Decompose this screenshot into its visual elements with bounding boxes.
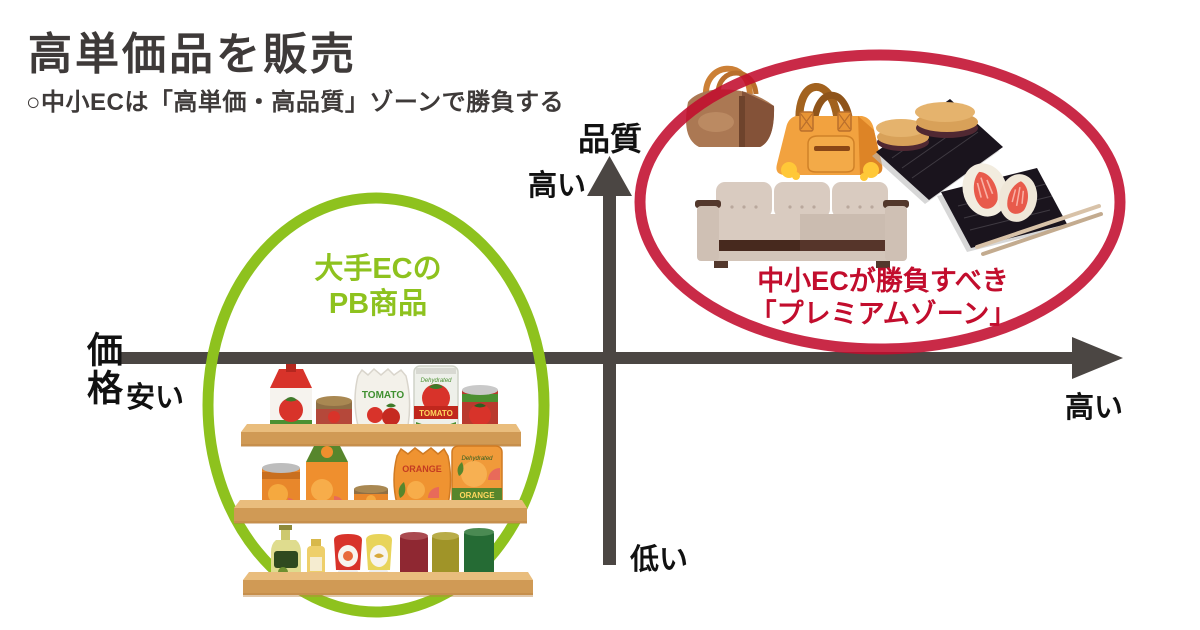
premium-zone-label: 中小ECが勝負すべき 「プレミアムゾーン」 [733,265,1033,331]
bottles-cans-shelf-row [243,525,533,597]
pb-zone-label-line1: 大手ECの [314,253,442,285]
olive-can-icon [432,532,459,578]
pb-zone-label-line2: PB商品 [328,288,428,321]
dorayaki-plate-icon [872,99,1003,204]
tomato-bag-icon: TOMATO [354,367,411,431]
vertical-axis-title: 品質 [577,121,642,157]
shelf-plank [241,424,521,447]
small-bottle-icon [307,539,325,578]
vertical-axis-line [603,188,616,565]
horizontal-axis-arrow-icon [1072,337,1123,379]
horizontal-axis-line [120,352,1078,364]
premium-items [686,65,1103,268]
premium-zone-label-line2: 「プレミアムゾーン」 [749,298,1017,329]
orange-pouch-script: Dehydrated [461,456,493,462]
tomato-pouch-script: Dehydrated [420,378,452,384]
tomato-bag-label: TOMATO [362,390,404,401]
pb-zone-label: 大手ECの PB商品 [278,252,478,323]
orange-shelf-row: ORANGE Dehydrated ORANGE [234,445,527,524]
axes [120,156,1123,565]
page-title: 高単価品を販売 [28,30,357,79]
dorayaki-icon [876,119,929,151]
maroon-can-icon [400,532,428,578]
pb-zone-ellipse [202,192,550,618]
dorayaki-icon [915,102,978,138]
horizontal-axis-expensive-label: 高い [1064,392,1123,424]
orange-pouch-label: ORANGE [459,491,495,500]
brown-duffel-bag-icon [686,65,775,147]
daifuku-half-icon [998,174,1038,222]
green-can-icon [464,528,494,578]
sofa-icon [695,182,909,268]
tomato-can-icon [462,385,498,430]
page-subtitle: ○中小ECは「高単価・高品質」ゾーンで勝負する [26,89,565,116]
tomato-shelf-row: TOMATO Dehydrated TOMATO [241,364,521,447]
horizontal-axis-cheap-label: 安い [126,382,185,414]
tomato-pouch-icon: Dehydrated TOMATO [413,365,459,431]
grocery-shelves: TOMATO Dehydrated TOMATO [234,364,533,597]
orange-handbag-icon [776,83,883,181]
tomato-pouch-label: TOMATO [419,409,453,418]
orange-pouch-icon: Dehydrated ORANGE [451,445,503,509]
vertical-axis-arrow-icon [587,156,632,196]
strawberry-daifuku-plate-icon [937,163,1103,256]
horizontal-axis-title: 価格 [82,331,123,407]
olive-oil-bottle-icon [271,525,301,580]
vertical-axis-high-label: 高い [527,170,586,202]
premium-zone-label-line1: 中小ECが勝負すべき [757,266,1009,296]
daifuku-half-icon [962,163,1008,217]
orange-bag-label: ORANGE [402,464,442,474]
shelf-plank [234,500,527,524]
vertical-axis-low-label: 低い [630,544,689,576]
chopsticks-icon [975,204,1103,256]
premium-zone-ellipse [634,49,1126,355]
orange-bag-icon: ORANGE [393,447,452,509]
shelf-plank [243,572,533,597]
